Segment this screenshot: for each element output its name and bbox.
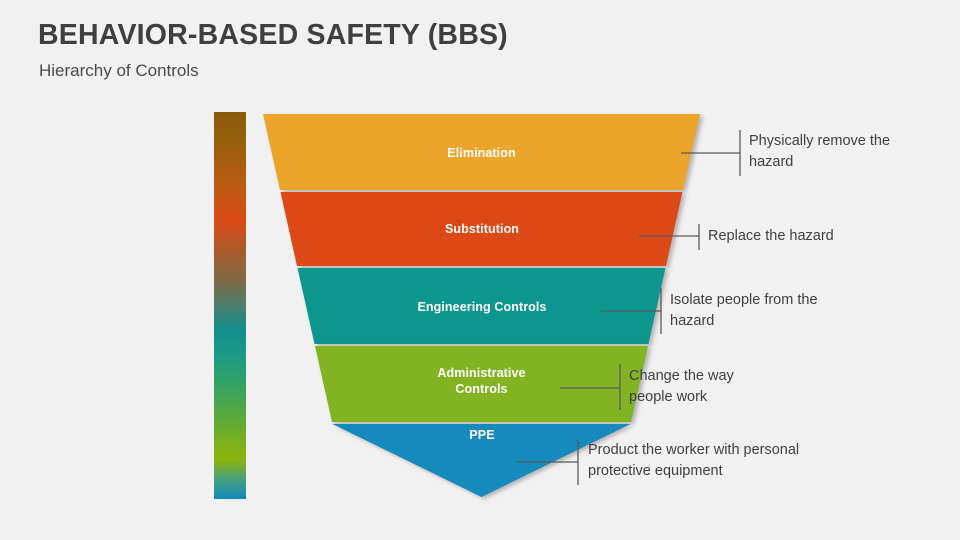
connector-ppe [517,439,579,485]
funnel-label-engineering-controls: Engineering Controls [417,300,547,314]
callout-substitution: Replace the hazard [708,228,834,244]
callout-engineering-controls: Isolate people from the hazard [670,292,818,329]
funnel-label-substitution: Substitution [444,222,520,236]
page-title: BEHAVIOR-BASED SAFETY (BBS) [38,19,508,51]
callout-ppe: Product the worker with personal protect… [588,442,800,479]
funnel-label-elimination: Elimination [447,146,516,160]
funnel-label-administrative-controls: Administrative Controls [437,366,526,396]
callout-administrative-controls: Change the way people work [629,368,734,405]
page-subtitle: Hierarchy of Controls [39,61,199,80]
callout-elimination: Physically remove the hazard [749,133,891,170]
gradient-color-bar [214,112,246,499]
funnel-label-ppe: PPE [469,428,495,442]
